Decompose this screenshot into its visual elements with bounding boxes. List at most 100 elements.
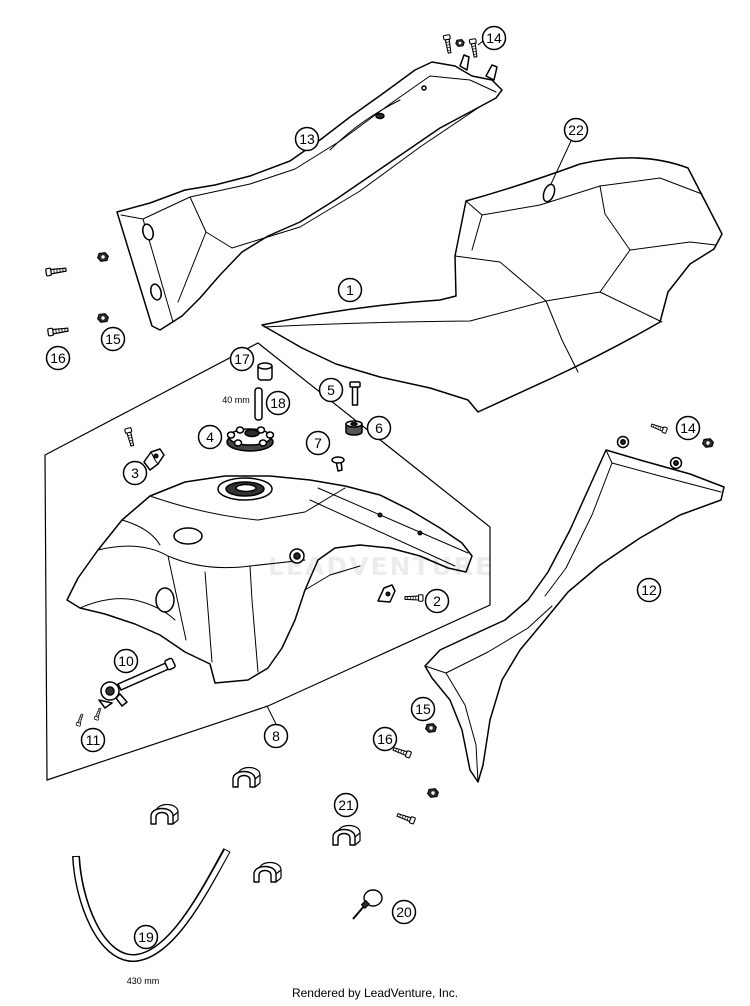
- callout-number: 13: [299, 131, 315, 147]
- fuel-hose-19-drawing: [72, 848, 231, 962]
- callout-circle: [333, 792, 359, 818]
- fuel-tap-10-drawing: [98, 657, 176, 709]
- callout-5: 5: [318, 377, 344, 403]
- callout-13: 13: [294, 126, 320, 152]
- side-panel-12-drawing: [424, 435, 725, 783]
- callout-22: 22: [563, 117, 589, 143]
- callout-number: 16: [50, 350, 66, 366]
- render-credit: Rendered by LeadVenture, Inc.: [292, 986, 458, 1000]
- screw-16-right: [391, 745, 413, 759]
- callout-4: 4: [197, 424, 223, 450]
- hose-clip-21-b: [150, 803, 179, 825]
- screw-16-upper: [44, 265, 68, 277]
- callout-circle: [100, 326, 126, 352]
- callout-circle: [410, 696, 436, 722]
- callout-circle: [305, 430, 331, 456]
- callout-circle: [391, 899, 417, 925]
- callout-17: 17: [229, 346, 255, 372]
- callout-15-right: 15: [410, 696, 436, 722]
- callout-number: 2: [433, 593, 441, 609]
- callout-7: 7: [305, 430, 331, 456]
- callout-circle: [337, 277, 363, 303]
- cable-tie-20-drawing: [352, 889, 383, 920]
- callout-number: 21: [338, 797, 354, 813]
- screw-16-lower: [46, 325, 70, 337]
- callout-19: 19: [133, 924, 159, 950]
- callout-10: 10: [113, 648, 139, 674]
- hose-clip-21-a: [232, 766, 261, 788]
- callout-number: 4: [206, 429, 214, 445]
- leader-8: [266, 705, 277, 725]
- fuel-cap-4-drawing: [226, 426, 275, 452]
- callout-circle: [318, 377, 344, 403]
- vent-tube-18-drawing: [254, 387, 263, 421]
- callout-circle: [675, 415, 701, 441]
- callout-circle: [80, 727, 106, 753]
- nut-14-right: [702, 438, 714, 448]
- callout-2: 2: [424, 588, 450, 614]
- callout-21: 21: [333, 792, 359, 818]
- screw-14-top-b: [468, 38, 480, 58]
- callout-circle: [265, 390, 291, 416]
- part-18-length-label: 40 mm: [222, 395, 250, 405]
- screw-14-top-a: [442, 34, 454, 54]
- callout-number: 12: [641, 582, 657, 598]
- callout-1: 1: [337, 277, 363, 303]
- callout-circle: [122, 460, 148, 486]
- callout-14-right: 14: [675, 415, 701, 441]
- callout-circle: [294, 126, 320, 152]
- part-19-length-label: 430 mm: [127, 976, 160, 986]
- screw-11-b: [93, 707, 103, 721]
- callout-circle: [366, 415, 392, 441]
- screw-3-drawing: [124, 426, 136, 448]
- callout-14-top: 14: [481, 25, 507, 51]
- callout-number: 5: [327, 382, 335, 398]
- callout-circle: [45, 345, 71, 371]
- callout-20: 20: [391, 899, 417, 925]
- callout-number: 8: [272, 728, 280, 744]
- nut-lower-right: [427, 788, 439, 798]
- callout-12: 12: [636, 577, 662, 603]
- callout-number: 15: [415, 701, 431, 717]
- callout-number: 14: [486, 30, 502, 46]
- callout-number: 10: [118, 653, 134, 669]
- callout-circle: [197, 424, 223, 450]
- nut-14-top: [455, 39, 465, 47]
- callout-number: 1: [346, 282, 354, 298]
- callout-16-left: 16: [45, 345, 71, 371]
- callout-circle: [481, 25, 507, 51]
- screw-lower-right: [395, 811, 417, 825]
- watermark: LEADVENTURE: [268, 552, 494, 581]
- hose-clip-21-c: [332, 824, 361, 846]
- nut-15-right: [425, 723, 437, 733]
- leader-22: [550, 140, 572, 185]
- callout-18: 18: [265, 390, 291, 416]
- callout-number: 15: [105, 331, 121, 347]
- bolt-5-drawing: [349, 381, 361, 406]
- hose-clip-21-d: [253, 861, 282, 883]
- callout-circle: [113, 648, 139, 674]
- fuel-tank-8-drawing: [66, 475, 473, 684]
- callout-number: 22: [568, 122, 584, 138]
- nut-15-lower: [97, 313, 109, 323]
- callout-circle: [263, 723, 289, 749]
- callout-number: 17: [234, 351, 250, 367]
- callout-number: 7: [314, 435, 322, 451]
- callout-number: 18: [270, 395, 286, 411]
- callout-8: 8: [263, 723, 289, 749]
- callout-circle: [133, 924, 159, 950]
- grommet-6-drawing: [345, 420, 363, 436]
- callout-number: 14: [680, 420, 696, 436]
- callout-6: 6: [366, 415, 392, 441]
- bracket-2-drawing: [377, 584, 396, 603]
- callout-number: 16: [377, 731, 393, 747]
- callout-11: 11: [80, 727, 106, 753]
- callout-number: 11: [86, 732, 101, 748]
- sticker-22-drawing: [542, 183, 556, 203]
- callout-3: 3: [122, 460, 148, 486]
- callout-16-right: 16: [372, 726, 398, 752]
- leader-14-top: [477, 40, 484, 46]
- callout-circle: [372, 726, 398, 752]
- callout-circle: [563, 117, 589, 143]
